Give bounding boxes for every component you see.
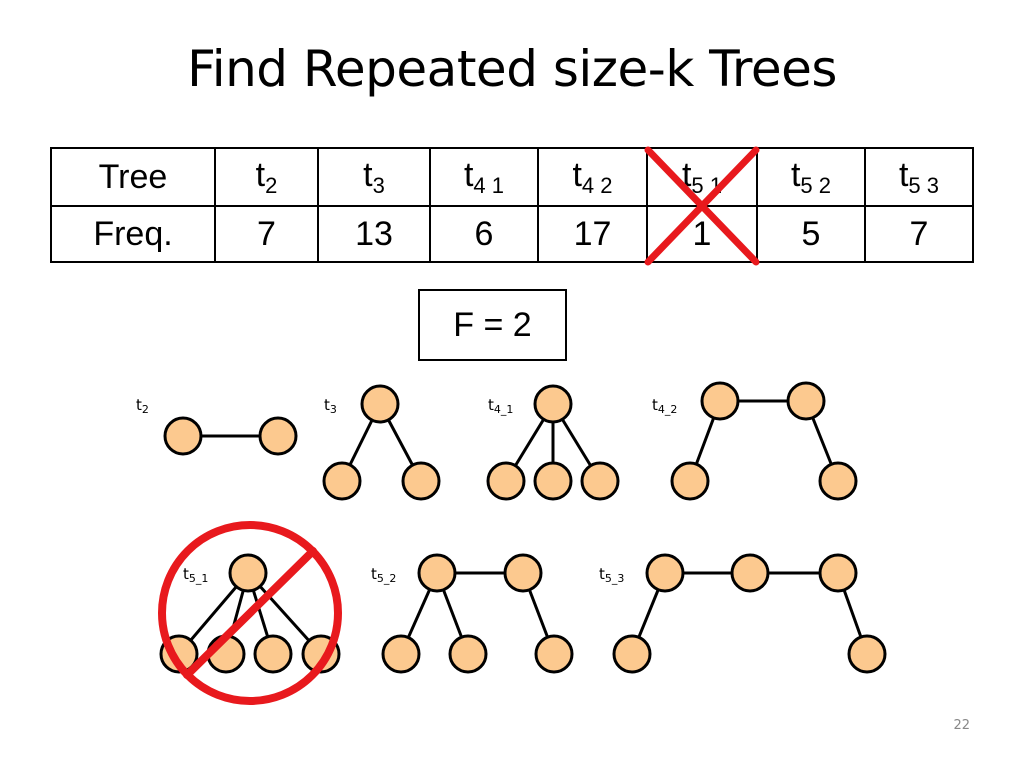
slide-title: Find Repeated size-k Trees <box>187 40 837 98</box>
tree-node <box>533 384 573 424</box>
tree-node <box>670 461 710 501</box>
freq-cell-t3: 13 <box>317 205 431 263</box>
tree-node <box>645 553 685 593</box>
freq-cell-t5_2: 5 <box>756 205 866 263</box>
freq-cell-t4_1: 6 <box>429 205 539 263</box>
tree-label-t5_1: t5_1 <box>183 565 209 585</box>
tree-node <box>360 384 400 424</box>
prohibited-icon <box>158 521 342 705</box>
tree-node <box>847 634 887 674</box>
tree-node <box>786 381 826 421</box>
tree-node <box>163 416 203 456</box>
tree-t4_2 <box>670 381 858 501</box>
tree-t5_3 <box>612 553 887 674</box>
tree-label-t2: t2 <box>136 396 149 416</box>
freq-cell-t4_2: 17 <box>537 205 648 263</box>
tree-node <box>612 634 652 674</box>
freq-row: Freq. 7 13 6 17 1 5 7 <box>50 205 974 263</box>
tree-node <box>503 553 543 593</box>
tree-t2 <box>163 416 298 456</box>
slide-number: 22 <box>953 718 970 733</box>
tree-node <box>253 634 293 674</box>
tree-cell-t3: t3 <box>317 147 431 207</box>
freq-cell-t2: 7 <box>214 205 319 263</box>
threshold-box: F = 2 <box>418 289 567 361</box>
tree-node <box>580 461 620 501</box>
tree-label-t3: t3 <box>324 396 337 416</box>
tree-t5_2 <box>381 553 574 674</box>
tree-cell-t4_1: t4 1 <box>429 147 539 207</box>
tree-node <box>730 553 770 593</box>
tree-node <box>533 461 573 501</box>
tree-node <box>381 634 421 674</box>
tree-row-header: Tree <box>50 147 216 207</box>
tree-node <box>258 416 298 456</box>
trees-group <box>158 381 887 705</box>
tree-label-t4_1: t4_1 <box>488 396 514 416</box>
tree-node <box>322 461 362 501</box>
freq-row-header: Freq. <box>50 205 216 263</box>
tree-node <box>448 634 488 674</box>
frequency-table: Tree t2 t3 t4 1 t4 2 t5 1 t5 2 t5 3 Freq… <box>50 147 974 263</box>
tree-cell-t4_2: t4 2 <box>537 147 648 207</box>
tree-node <box>818 553 858 593</box>
tree-t4_1 <box>486 384 620 501</box>
tree-node <box>534 634 574 674</box>
tree-cell-t5_2: t5 2 <box>756 147 866 207</box>
tree-label-t5_3: t5_3 <box>599 565 625 585</box>
tree-row: Tree t2 t3 t4 1 t4 2 t5 1 t5 2 t5 3 <box>50 147 974 207</box>
x-mark-icon <box>644 146 760 266</box>
tree-label-t4_2: t4_2 <box>652 396 678 416</box>
tree-node <box>486 461 526 501</box>
tree-node <box>700 381 740 421</box>
tree-cell-t5_3: t5 3 <box>864 147 974 207</box>
tree-node <box>818 461 858 501</box>
tree-label-t5_2: t5_2 <box>371 565 397 585</box>
tree-node <box>417 553 457 593</box>
tree-t3 <box>322 384 441 501</box>
tree-node <box>228 553 268 593</box>
tree-cell-t2: t2 <box>214 147 319 207</box>
tree-node <box>401 461 441 501</box>
freq-cell-t5_3: 7 <box>864 205 974 263</box>
